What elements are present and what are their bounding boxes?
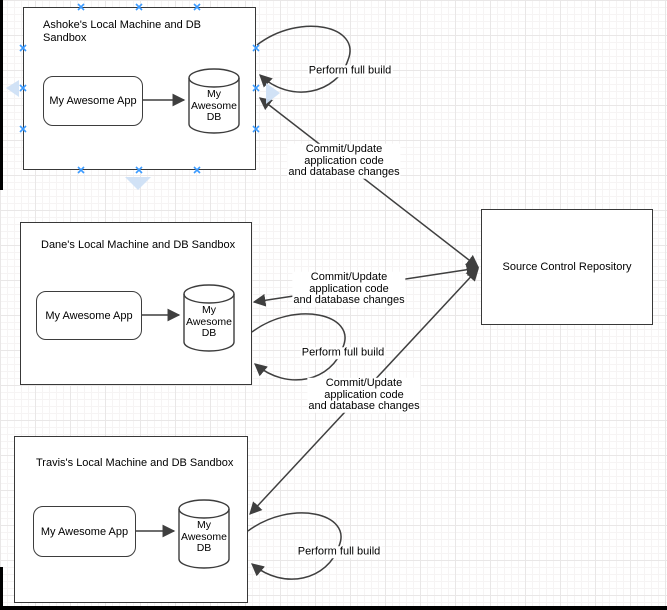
sandbox-title: Travis's Local Machine and DB Sandbox	[36, 457, 234, 469]
connection-point-crosses[interactable]	[19, 3, 260, 174]
sandbox-box-travis[interactable]: Travis's Local Machine and DB Sandbox My…	[14, 436, 248, 603]
screen-edge-strip	[0, 606, 667, 610]
edge-perform-full-build-ashoke[interactable]	[256, 25, 351, 93]
db-cylinder-node[interactable]: My Awesome DB	[188, 68, 240, 134]
screen-edge-strip	[0, 0, 3, 190]
db-label: My Awesome DB	[181, 519, 227, 554]
database-cylinder-icon	[188, 68, 240, 134]
repository-node[interactable]: Source Control Repository	[481, 209, 653, 325]
database-cylinder-icon	[178, 499, 230, 569]
edge-label-commit-update[interactable]: Commit/Update application code and datab…	[287, 142, 401, 179]
edge-label-commit-update[interactable]: Commit/Update application code and datab…	[292, 270, 406, 307]
edge-label-perform-full-build[interactable]: Perform full build	[307, 64, 393, 77]
app-label: My Awesome App	[45, 309, 133, 322]
sandbox-title: Dane's Local Machine and DB Sandbox	[41, 239, 236, 251]
screen-edge-strip	[0, 567, 3, 610]
app-node[interactable]: My Awesome App	[33, 506, 136, 557]
db-label: My Awesome DB	[186, 304, 232, 339]
nav-arrow-left-icon[interactable]	[6, 80, 19, 97]
edge-label-commit-update[interactable]: Commit/Update application code and datab…	[307, 376, 421, 413]
repository-label: Source Control Repository	[502, 261, 632, 273]
edge-label-perform-full-build[interactable]: Perform full build	[296, 545, 382, 558]
db-label: My Awesome DB	[191, 88, 237, 123]
app-node[interactable]: My Awesome App	[36, 291, 142, 340]
db-cylinder-node[interactable]: My Awesome DB	[178, 499, 230, 569]
edge-commit-update-ashoke[interactable]	[258, 97, 480, 268]
sandbox-box-dane[interactable]: Dane's Local Machine and DB Sandbox My A…	[20, 222, 252, 385]
app-node[interactable]: My Awesome App	[43, 76, 143, 126]
edge-label-perform-full-build[interactable]: Perform full build	[300, 346, 386, 359]
database-cylinder-icon	[183, 284, 235, 352]
db-cylinder-node[interactable]: My Awesome DB	[183, 284, 235, 352]
nav-arrow-right-icon[interactable]	[266, 83, 280, 104]
sandbox-title: Ashoke's Local Machine and DB Sandbox	[43, 19, 202, 44]
sandbox-box-ashoke[interactable]: Ashoke's Local Machine and DB Sandbox My…	[23, 7, 256, 170]
nav-arrow-down-icon[interactable]	[125, 177, 151, 190]
app-label: My Awesome App	[40, 525, 129, 538]
app-label: My Awesome App	[49, 95, 137, 107]
